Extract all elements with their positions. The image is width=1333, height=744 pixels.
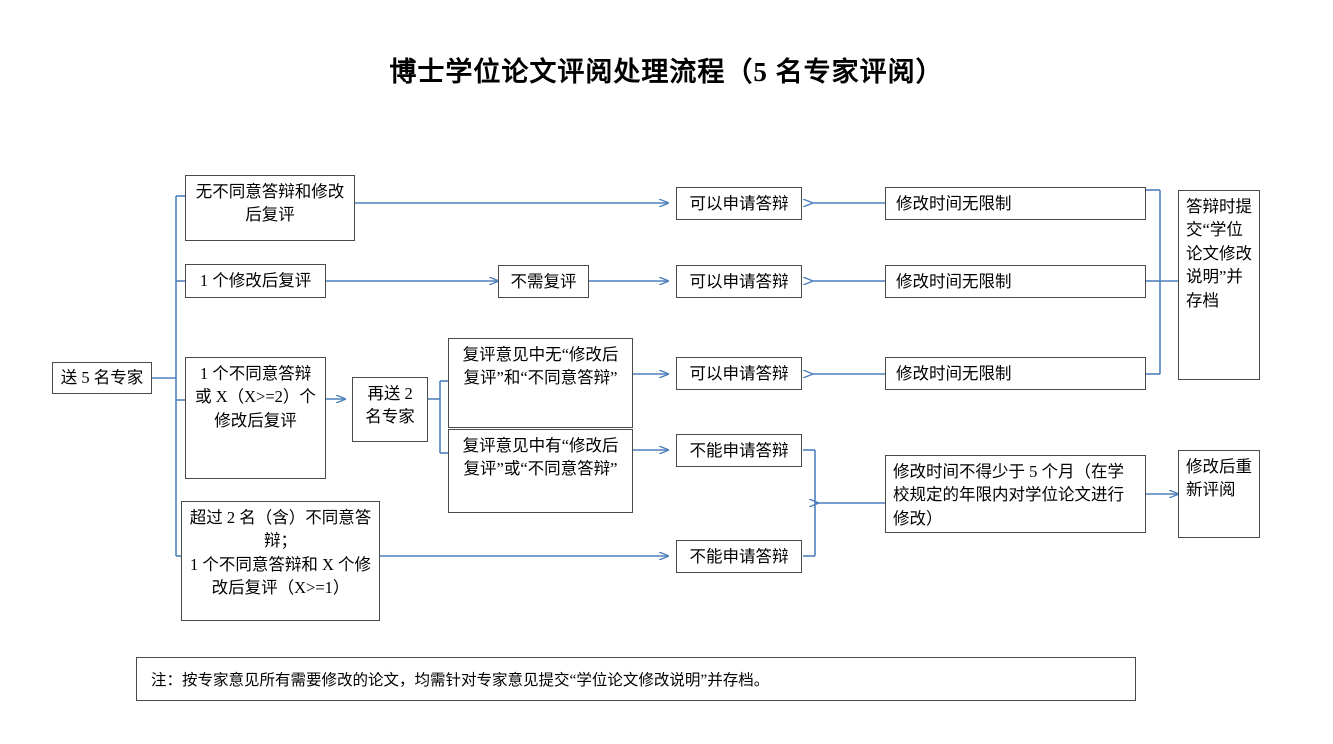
footer-note: 注：按专家意见所有需要修改的论文，均需针对专家意见提交“学位论文修改说明”并存档… [136, 657, 1136, 701]
box-can-defend-2[interactable]: 可以申请答辩 [676, 265, 802, 298]
box-can-defend-1[interactable]: 可以申请答辩 [676, 187, 802, 220]
box-re-review[interactable]: 修改后重新评阅 [1178, 450, 1260, 538]
box-branch-one-objection[interactable]: 1 个不同意答辩或 X（X>=2）个修改后复评 [185, 357, 326, 479]
box-review-opinion-some-label: 复评意见中有“修改后复评”或“不同意答辩” [462, 436, 619, 479]
box-no-review-needed[interactable]: 不需复评 [498, 265, 589, 298]
box-unlimited-time-3[interactable]: 修改时间无限制 [885, 357, 1146, 390]
box-unlimited-time-2-label: 修改时间无限制 [896, 271, 1012, 291]
box-branch-one-revision[interactable]: 1 个修改后复评 [185, 264, 326, 298]
box-can-defend-3-label: 可以申请答辩 [689, 363, 789, 383]
page-title: 博士学位论文评阅处理流程（5 名专家评阅） [389, 57, 944, 87]
box-unlimited-time-3-label: 修改时间无限制 [896, 363, 1012, 383]
box-can-defend-3[interactable]: 可以申请答辩 [676, 357, 802, 390]
box-unlimited-time-1[interactable]: 修改时间无限制 [885, 187, 1146, 220]
footer-note-label: 注：按专家意见所有需要修改的论文，均需针对专家意见提交“学位论文修改说明”并存档… [151, 672, 770, 689]
box-branch-no-objection[interactable]: 无不同意答辩和修改后复评 [185, 175, 355, 241]
box-cannot-defend-2-label: 不能申请答辩 [689, 546, 789, 566]
box-submit-statement[interactable]: 答辩时提交“学位论文修改说明”并存档 [1178, 190, 1260, 380]
box-branch-two-objections-label: 超过 2 名（含）不同意答辩； 1 个不同意答辩和 X 个修改后复评（X>=1） [189, 508, 372, 598]
box-review-opinion-some[interactable]: 复评意见中有“修改后复评”或“不同意答辩” [448, 429, 633, 513]
box-min-five-months[interactable]: 修改时间不得少于 5 个月（在学校规定的年限内对学位论文进行修改） [885, 455, 1146, 533]
box-re-review-label: 修改后重新评阅 [1186, 457, 1252, 500]
box-start[interactable]: 送 5 名专家 [52, 362, 152, 394]
box-cannot-defend-2[interactable]: 不能申请答辩 [676, 540, 802, 573]
box-branch-two-objections[interactable]: 超过 2 名（含）不同意答辩； 1 个不同意答辩和 X 个修改后复评（X>=1） [181, 501, 380, 621]
box-unlimited-time-2[interactable]: 修改时间无限制 [885, 265, 1146, 298]
box-can-defend-2-label: 可以申请答辩 [689, 271, 789, 291]
box-resend-two-experts[interactable]: 再送 2 名专家 [352, 377, 428, 442]
box-min-five-months-label: 修改时间不得少于 5 个月（在学校规定的年限内对学位论文进行修改） [893, 462, 1124, 528]
box-review-opinion-none[interactable]: 复评意见中无“修改后复评”和“不同意答辩” [448, 338, 633, 428]
box-submit-statement-label: 答辩时提交“学位论文修改说明”并存档 [1186, 197, 1252, 310]
box-cannot-defend-1-label: 不能申请答辩 [689, 440, 789, 460]
box-branch-no-objection-label: 无不同意答辩和修改后复评 [195, 182, 345, 225]
box-review-opinion-none-label: 复评意见中无“修改后复评”和“不同意答辩” [462, 345, 619, 388]
box-branch-one-objection-label: 1 个不同意答辩或 X（X>=2）个修改后复评 [195, 364, 316, 430]
box-no-review-needed-label: 不需复评 [510, 271, 577, 291]
box-resend-two-experts-label: 再送 2 名专家 [365, 384, 415, 427]
box-cannot-defend-1[interactable]: 不能申请答辩 [676, 434, 802, 467]
box-branch-one-revision-label: 1 个修改后复评 [199, 271, 312, 291]
box-start-label: 送 5 名专家 [60, 368, 144, 388]
box-unlimited-time-1-label: 修改时间无限制 [896, 193, 1012, 213]
box-can-defend-1-label: 可以申请答辩 [689, 193, 789, 213]
